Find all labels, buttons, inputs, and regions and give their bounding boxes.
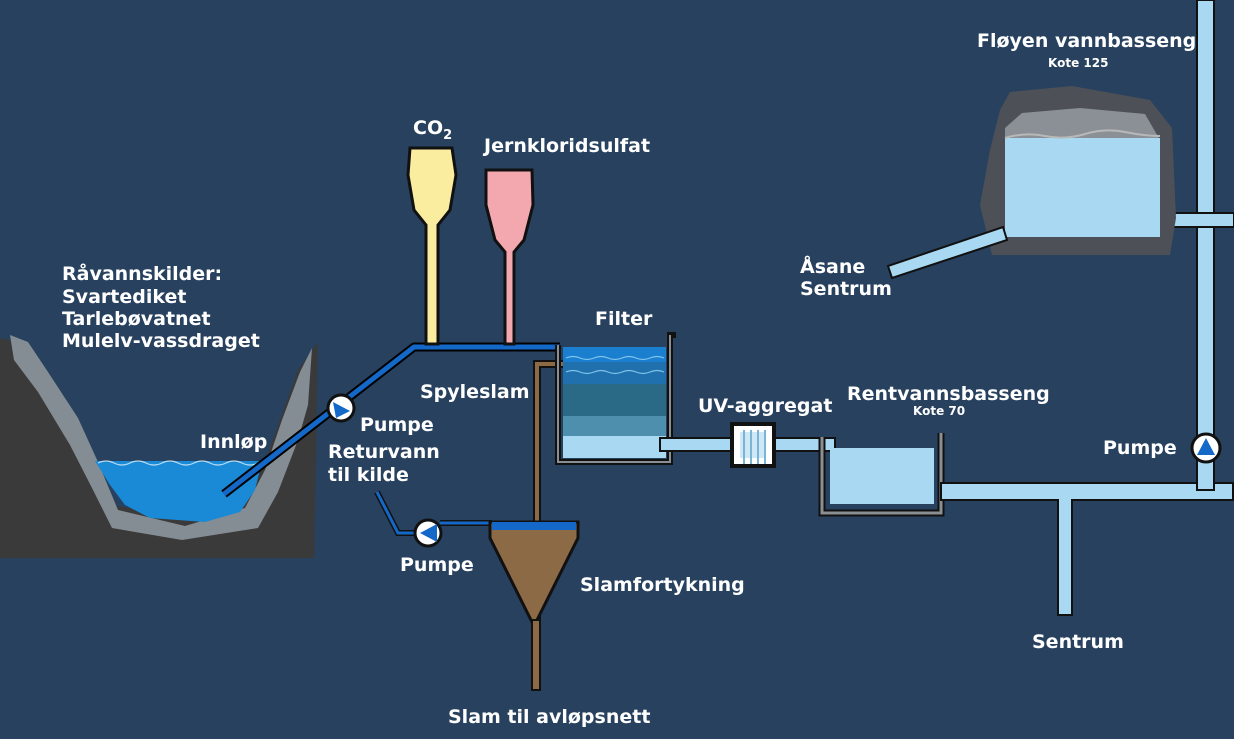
co2-prefix: CO bbox=[413, 117, 444, 139]
pump-right-icon bbox=[1190, 432, 1222, 464]
raw-water-pipe bbox=[221, 342, 560, 498]
clean-water-elevation: Kote 70 bbox=[913, 404, 966, 418]
iron-chloride-tank bbox=[484, 168, 535, 346]
co2-tank bbox=[406, 146, 458, 346]
inlet-label: Innløp bbox=[200, 431, 268, 453]
pump-main-icon bbox=[326, 393, 356, 423]
uv-unit-label: UV-aggregat bbox=[698, 395, 833, 417]
return-water-pipe bbox=[374, 490, 492, 536]
asane-label-1: Åsane bbox=[800, 256, 866, 278]
filter-label: Filter bbox=[595, 308, 653, 330]
iron-chloride-label: Jernkloridsulfat bbox=[484, 135, 651, 157]
lake-water bbox=[95, 461, 262, 522]
clean-water-basin-label: Rentvannsbasseng bbox=[847, 383, 1050, 405]
sentrum-label: Sentrum bbox=[1032, 631, 1124, 653]
filter-tank bbox=[555, 332, 676, 465]
rock-dark bbox=[0, 338, 318, 558]
sludge-to-sewer-label: Slam til avløpsnett bbox=[448, 706, 651, 728]
source-item: Tarlebøvatnet bbox=[62, 308, 211, 330]
pump-return-label: Pumpe bbox=[400, 554, 474, 576]
asane-pipe bbox=[886, 225, 1009, 280]
backwash-sludge-label: Spyleslam bbox=[420, 381, 530, 403]
return-water-label-1: Returvann bbox=[328, 441, 440, 463]
distribution-pipes bbox=[940, 0, 1234, 616]
source-item: Svartediket bbox=[62, 286, 187, 308]
sludge-thickening-label: Slamfortykning bbox=[580, 574, 745, 596]
pump-main-label: Pumpe bbox=[360, 414, 434, 436]
sources-heading: Råvannskilder: bbox=[62, 263, 223, 285]
raw-water-source bbox=[0, 335, 318, 558]
floyen-reservoir bbox=[980, 86, 1176, 255]
floyen-basin-label: Fløyen vannbasseng bbox=[977, 30, 1197, 52]
asane-label-2: Sentrum bbox=[800, 278, 892, 300]
co2-subscript: 2 bbox=[443, 127, 453, 143]
co2-label: CO2 bbox=[413, 117, 452, 147]
floyen-elevation: Kote 125 bbox=[1048, 56, 1109, 70]
uv-unit bbox=[730, 422, 776, 468]
sludge-thickener bbox=[488, 520, 580, 691]
source-item: Mulelv-vassdraget bbox=[62, 330, 260, 352]
pump-right-label: Pumpe bbox=[1103, 437, 1177, 459]
return-water-label-2: til kilde bbox=[328, 464, 409, 486]
rock-light bbox=[10, 335, 312, 540]
pump-return-icon bbox=[413, 518, 443, 548]
clean-water-basin bbox=[818, 433, 945, 517]
